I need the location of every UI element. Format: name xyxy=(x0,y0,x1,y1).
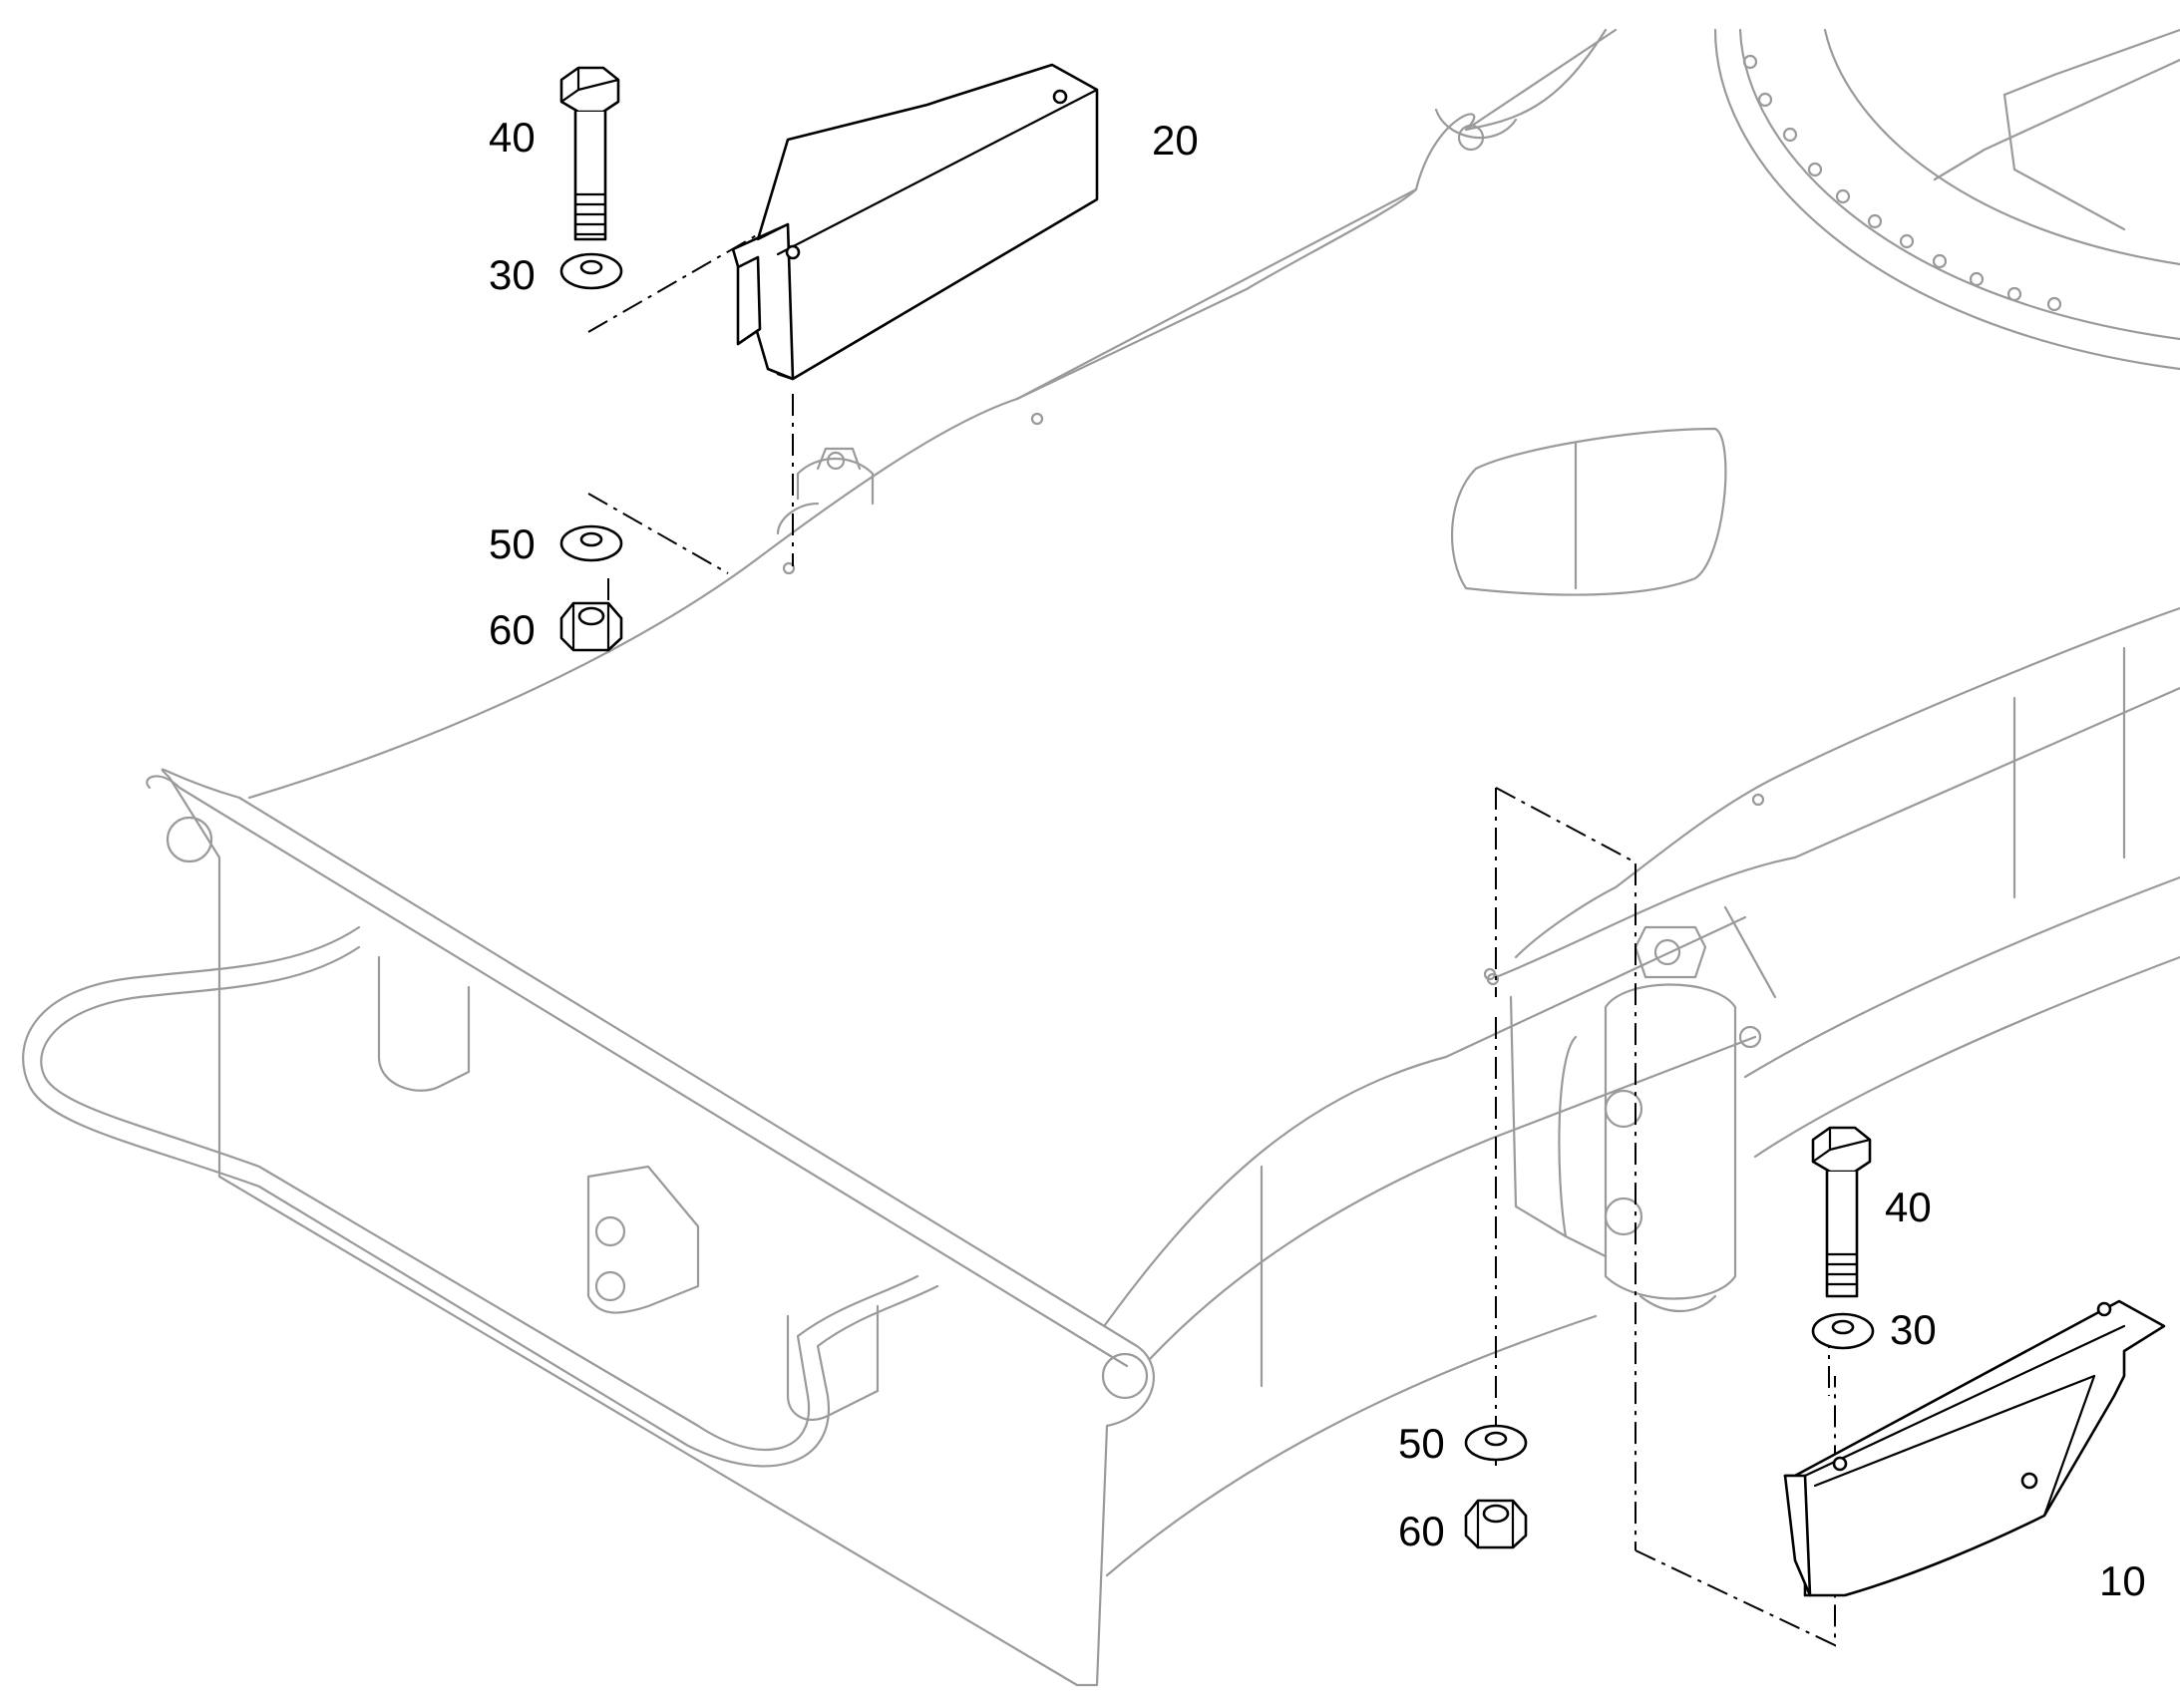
washer-30-upper xyxy=(559,252,623,290)
callout-10: 10 xyxy=(2099,1557,2146,1604)
callout-60-lower: 60 xyxy=(1398,1508,1445,1554)
washer-50-upper xyxy=(559,524,623,562)
nut-60-lower xyxy=(1464,1499,1528,1549)
callout-20: 20 xyxy=(1152,117,1199,164)
callout-30-lower: 30 xyxy=(1890,1306,1937,1353)
nut-60-upper xyxy=(559,601,623,652)
machine-frame xyxy=(22,28,2180,1687)
callout-30-upper: 30 xyxy=(489,251,536,298)
callout-50-lower: 50 xyxy=(1398,1420,1445,1467)
washer-30-lower xyxy=(1811,1312,1875,1350)
bolt-40-lower xyxy=(1811,1126,1872,1298)
callout-60-upper: 60 xyxy=(489,606,536,653)
bolt-40-upper xyxy=(559,66,620,241)
callout-40-upper: 40 xyxy=(489,114,536,161)
callout-50-upper: 50 xyxy=(489,520,536,567)
washer-50-lower xyxy=(1464,1424,1528,1462)
callout-40-lower: 40 xyxy=(1885,1184,1932,1230)
callouts: 20 40 30 50 60 40 30 50 60 10 xyxy=(489,114,2146,1604)
cover-part-20 xyxy=(731,63,1099,381)
ring-bolt-holes xyxy=(1742,54,2062,312)
cover-part-10 xyxy=(1783,1299,2166,1597)
